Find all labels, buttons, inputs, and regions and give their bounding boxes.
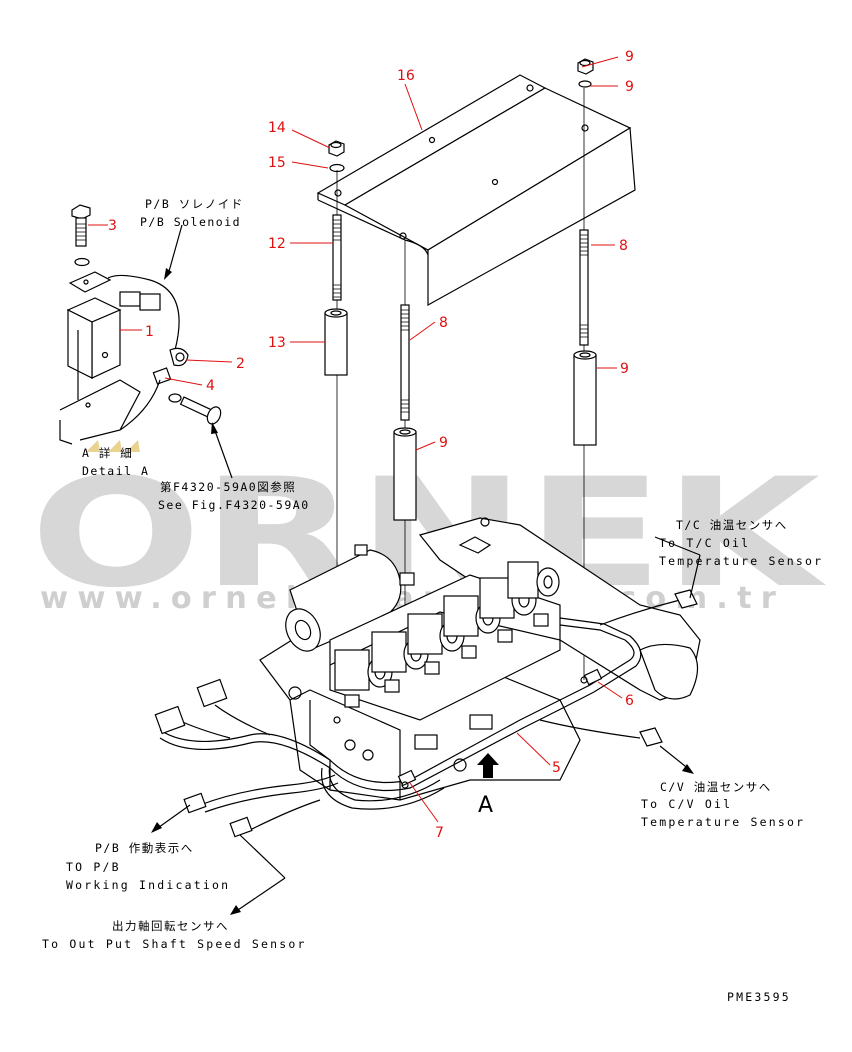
callout-1: 1: [145, 324, 154, 340]
label-pb-work-en2: Working Indication: [66, 878, 230, 892]
callout-6: 6: [625, 693, 634, 709]
spacer-9-center: [393, 427, 417, 521]
label-pb-work-jp: P/B 作動表示へ: [95, 841, 194, 855]
label-detail-en: Detail A: [82, 464, 149, 478]
wiring-harness: [154, 589, 698, 838]
label-detail-jp: A 詳 細: [82, 446, 133, 460]
callout-8-center: 8: [439, 315, 448, 331]
stud-8-right: [579, 229, 589, 346]
callout-11: 9: [625, 79, 634, 95]
label-pb-work-en1: TO P/B: [66, 860, 121, 874]
text-labels: P/B ソレノイド P/B Solenoid A 詳 細 Detail A 第F…: [42, 197, 823, 1004]
label-tc-en1: To T/C Oil: [659, 536, 750, 550]
callout-9-center: 9: [439, 435, 448, 451]
spacer-9-right: [573, 350, 597, 446]
callout-8-right: 8: [619, 238, 628, 254]
label-cv-en1: To C/V Oil: [641, 797, 732, 811]
nut-14: [328, 140, 345, 157]
callout-5: 5: [552, 760, 561, 776]
solenoid-row: [334, 561, 560, 750]
callout-10: 9: [625, 49, 634, 65]
label-out-jp: 出力軸回転センサへ: [112, 919, 229, 933]
label-see-fig-jp: 第F4320-59A0図参照: [160, 480, 296, 494]
callout-16: 16: [397, 68, 415, 84]
label-pb-solenoid-en: P/B Solenoid: [140, 215, 241, 229]
callout-2: 2: [236, 356, 245, 372]
label-view-a: A: [478, 793, 493, 818]
label-out-en: To Out Put Shaft Speed Sensor: [42, 937, 307, 951]
spacer-13: [324, 308, 348, 376]
callout-12: 12: [268, 236, 286, 252]
label-cv-en2: Temperature Sensor: [641, 815, 805, 829]
callout-4: 4: [206, 378, 215, 394]
label-pointers: [151, 224, 701, 915]
view-a-arrow: [477, 753, 499, 778]
label-see-fig-en: See Fig.F4320-59A0: [158, 498, 310, 512]
callout-numbers: 16 9 9 14 15 12 13 8 8 9 9 3 1 2 4 5 6 7: [108, 49, 634, 841]
callout-15: 15: [268, 155, 286, 171]
label-pb-solenoid-jp: P/B ソレノイド: [145, 197, 244, 211]
washer-11: [578, 80, 592, 88]
detail-a-bracket: [59, 204, 222, 452]
stud-8-center: [400, 304, 410, 421]
callout-14: 14: [268, 120, 286, 136]
label-cv-jp: C/V 油温センサへ: [660, 780, 772, 794]
callout-7: 7: [435, 825, 444, 841]
leader-lines: [88, 56, 623, 823]
cover-plate: [316, 74, 636, 307]
callout-3: 3: [108, 218, 117, 234]
drawing-number: PME3595: [727, 990, 791, 1004]
callout-13: 13: [268, 335, 286, 351]
label-tc-jp: T/C 油温センサへ: [676, 518, 788, 532]
label-tc-en2: Temperature Sensor: [659, 554, 823, 568]
callout-9-right: 9: [620, 361, 629, 377]
stud-12: [332, 214, 342, 301]
